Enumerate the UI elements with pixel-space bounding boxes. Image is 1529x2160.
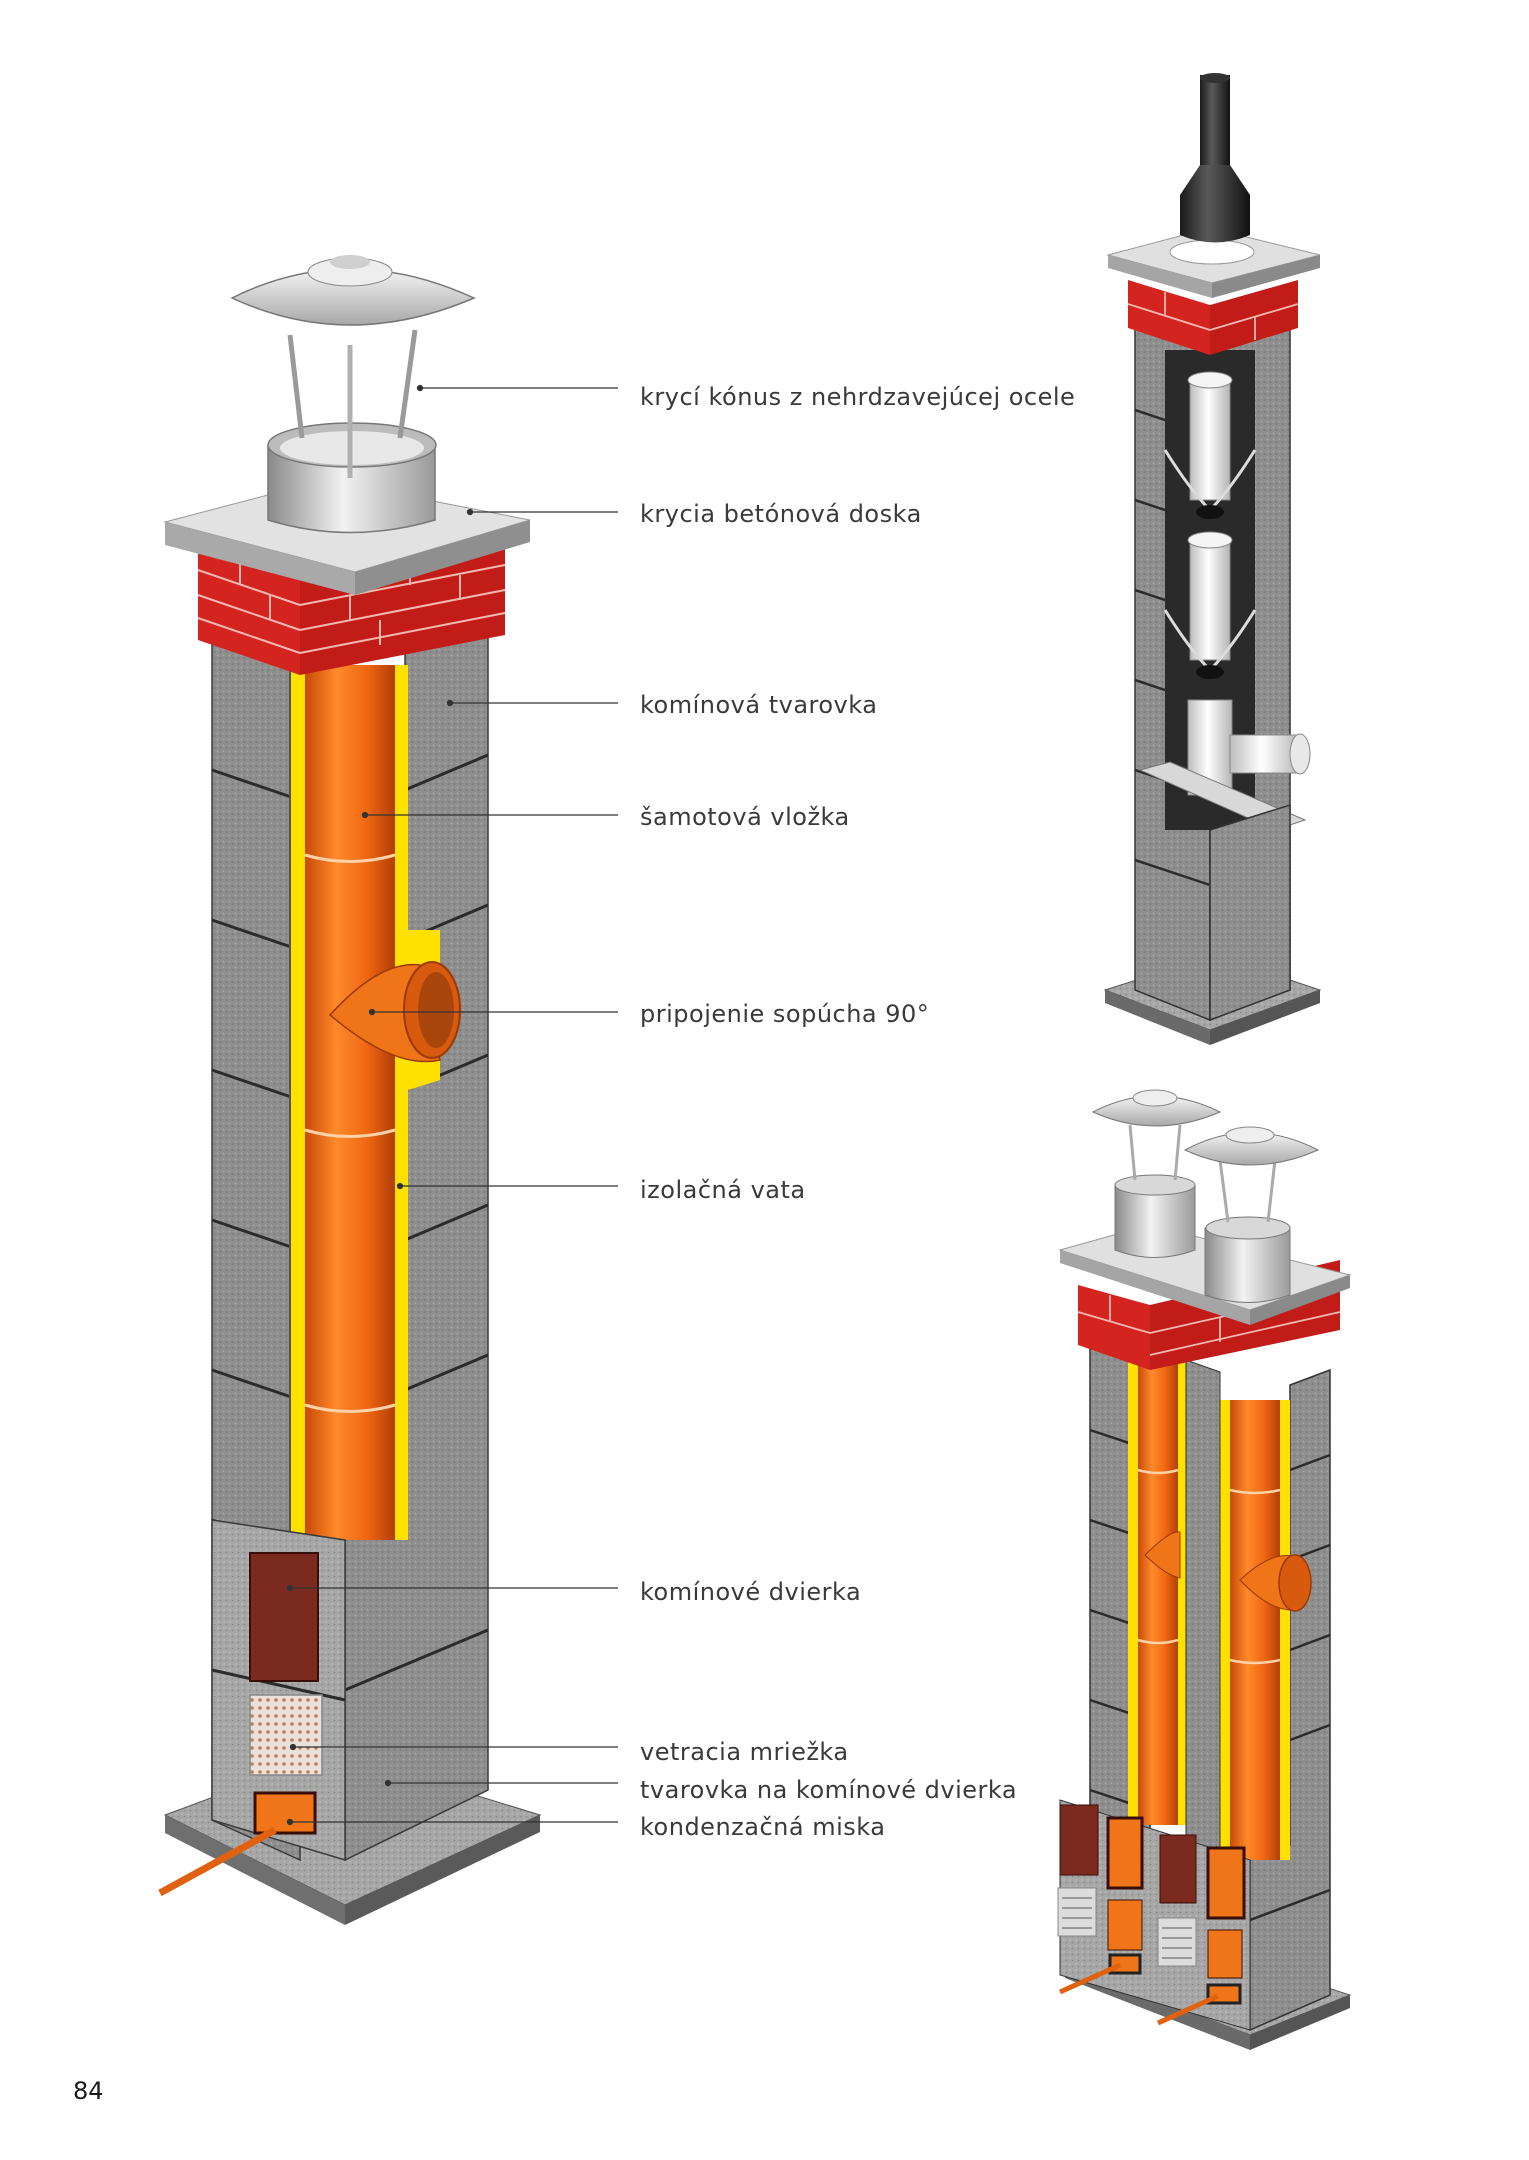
label-vent-grille: vetracia mriežka xyxy=(640,1738,849,1766)
stainless-cover-cone xyxy=(230,255,476,534)
drain-pipe xyxy=(158,1826,277,1897)
label-flue-connection: pripojenie sopúcha 90° xyxy=(640,1000,930,1028)
page-number: 84 xyxy=(73,2077,104,2105)
label-condensate-tray: kondenzačná miska xyxy=(640,1813,886,1841)
label-door-block: tvarovka na komínové dvierka xyxy=(640,1776,1018,1804)
label-chimney-door: komínové dvierka xyxy=(640,1578,862,1606)
twin-cover-cones xyxy=(1091,1089,1320,1303)
main-chimney xyxy=(158,255,542,1925)
twin-chimney xyxy=(1057,1089,1352,2050)
chamotte-liner xyxy=(305,665,395,1540)
label-concrete-slab: krycia betónová doska xyxy=(640,500,922,528)
label-chimney-block: komínová tvarovka xyxy=(640,691,878,719)
label-cover-cone: krycí kónus z nehrdzavejúcej ocele xyxy=(640,383,1076,411)
upper-right-chimney xyxy=(1103,73,1322,1045)
vent-grille xyxy=(249,1694,323,1776)
label-insulation-wool: izolačná vata xyxy=(640,1176,806,1204)
leader-lines xyxy=(286,384,618,1826)
condensate-tray xyxy=(253,1791,317,1835)
chimney-door xyxy=(249,1552,319,1682)
label-chamotte-liner: šamotová vložka xyxy=(640,803,850,831)
flue-connection-90 xyxy=(328,961,461,1063)
black-terminal xyxy=(1180,73,1250,243)
plastic-liner-top xyxy=(1189,379,1231,501)
